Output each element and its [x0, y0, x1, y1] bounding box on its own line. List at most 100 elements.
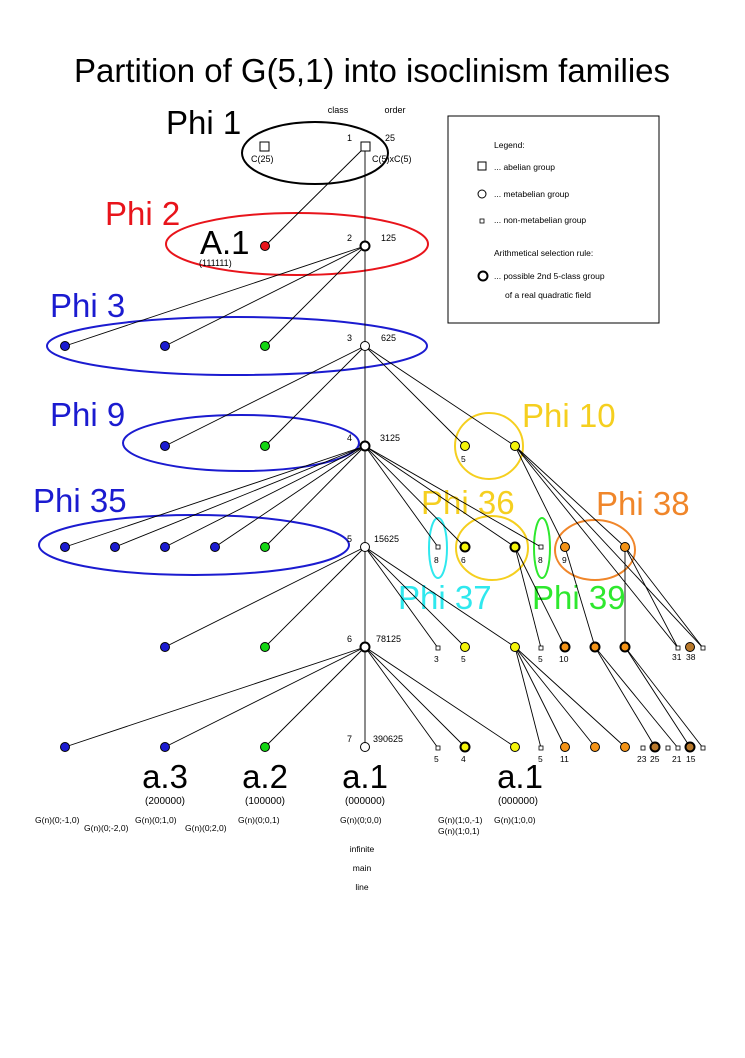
node-nonmetabelian: [700, 745, 706, 751]
count-label: 31: [672, 652, 682, 662]
node-orange: [559, 641, 571, 653]
label-a2-code: (100000): [245, 796, 285, 807]
node-blue: [60, 542, 70, 552]
legend-circle-icon: [477, 189, 487, 199]
legend-small-square-icon: [479, 218, 485, 224]
label-a1-main: a.1: [342, 758, 388, 795]
family-label-phi9: Phi 9: [50, 396, 125, 433]
count-label: 6: [461, 555, 466, 565]
node-yellow: [510, 742, 520, 752]
family-label-phi37: Phi 37: [398, 579, 492, 616]
family-label-phi10: Phi 10: [522, 397, 616, 434]
mainline-class-5: 5: [347, 534, 352, 544]
node-yellow: [459, 541, 471, 553]
node-nonmetabelian: [435, 745, 441, 751]
count-label: 8: [538, 555, 543, 565]
count-label: 5: [538, 654, 543, 664]
count-label: 23: [637, 754, 647, 764]
count-label: 3: [434, 654, 439, 664]
node-orange: [620, 742, 630, 752]
family-ellipse-phi1: [241, 121, 389, 185]
node-nonmetabelian: [665, 745, 671, 751]
node-blue: [160, 341, 170, 351]
family-label-phi38: Phi 38: [596, 485, 690, 522]
node-mainline-2: [359, 240, 371, 252]
count-label: 4: [461, 754, 466, 764]
node-nonmetabelian: [675, 645, 681, 651]
label-a1-big: A.1: [200, 224, 250, 261]
group-label: G(n)(0;0,1): [238, 815, 280, 825]
mainline-class-2: 2: [347, 233, 352, 243]
node-yellow: [510, 642, 520, 652]
node-orange: [560, 542, 570, 552]
family-ellipse-phi9: [122, 414, 360, 472]
legend-box: Legend: ... abelian group ... metabelian…: [447, 115, 660, 324]
node-mainline-5: [360, 542, 370, 552]
node-orange: [590, 742, 600, 752]
node-mainline-4: [359, 440, 371, 452]
family-label-phi1: Phi 1: [166, 104, 241, 141]
node-mainline-6: [359, 641, 371, 653]
group-label: G(n)(1;0,0): [494, 815, 536, 825]
count-label: 5: [538, 754, 543, 764]
count-label: 5: [434, 754, 439, 764]
group-label: G(n)(0;-1,0): [35, 815, 80, 825]
node-yellow: [509, 541, 521, 553]
mainline-order-6: 78125: [376, 634, 401, 644]
node-blue: [160, 542, 170, 552]
node-orange: [620, 542, 630, 552]
group-label: G(n)(0;0,0): [340, 815, 382, 825]
node-nonmetabelian: [538, 544, 544, 550]
node-green: [260, 742, 270, 752]
count-label: 5: [461, 454, 466, 464]
mainline-order-3: 625: [381, 333, 396, 343]
mainline-class-6: 6: [347, 634, 352, 644]
mainline-order-5: 15625: [374, 534, 399, 544]
node-brown: [685, 642, 695, 652]
node-yellow: [460, 642, 470, 652]
family-ellipse-phi35: [38, 514, 350, 576]
family-label-phi39: Phi 39: [532, 579, 626, 616]
count-label: 9: [562, 555, 567, 565]
node-nonmetabelian: [435, 645, 441, 651]
legend-rule-title: Arithmetical selection rule:: [494, 248, 593, 258]
node-nonmetabelian: [640, 745, 646, 751]
node-blue: [160, 742, 170, 752]
node-green: [260, 441, 270, 451]
legend-nonmetabelian: ... non-metabelian group: [494, 215, 586, 225]
legend-bold-circle-icon: [477, 270, 489, 282]
node-blue: [160, 441, 170, 451]
label-a1-right-code: (000000): [498, 796, 538, 807]
diagram-title: Partition of G(5,1) into isoclinism fami…: [74, 52, 670, 89]
node-green: [260, 341, 270, 351]
legend-abelian: ... abelian group: [494, 162, 555, 172]
legend-metabelian: ... metabelian group: [494, 189, 569, 199]
node-brown: [649, 741, 661, 753]
label-a3: a.3: [142, 758, 188, 795]
group-label: G(n)(1;0,-1): [438, 815, 483, 825]
node-blue: [60, 341, 70, 351]
mainline-class-7: 7: [347, 734, 352, 744]
mainline-class-1: 1: [347, 133, 352, 143]
node-blue: [160, 642, 170, 652]
count-label: 25: [650, 754, 660, 764]
count-label: 38: [686, 652, 696, 662]
group-label: G(n)(0;-2,0): [84, 823, 129, 833]
node-nonmetabelian: [675, 745, 681, 751]
label-a3-code: (200000): [145, 796, 185, 807]
family-ellipse-phi39: [533, 517, 551, 579]
node-green: [260, 542, 270, 552]
family-label-phi3: Phi 3: [50, 287, 125, 324]
label-a1-main-code: (000000): [345, 796, 385, 807]
mainline-class-4: 4: [347, 433, 352, 443]
mainline-order-4: 3125: [380, 433, 400, 443]
header-class: class: [328, 105, 349, 115]
node-mainline-3: [360, 341, 370, 351]
group-label: G(n)(0;1,0): [135, 815, 177, 825]
node-yellow: [510, 441, 520, 451]
node-nonmetabelian: [538, 645, 544, 651]
node-blue: [210, 542, 220, 552]
node-mainline-7: [360, 742, 370, 752]
group-label: G(n)(0;2,0): [185, 823, 227, 833]
